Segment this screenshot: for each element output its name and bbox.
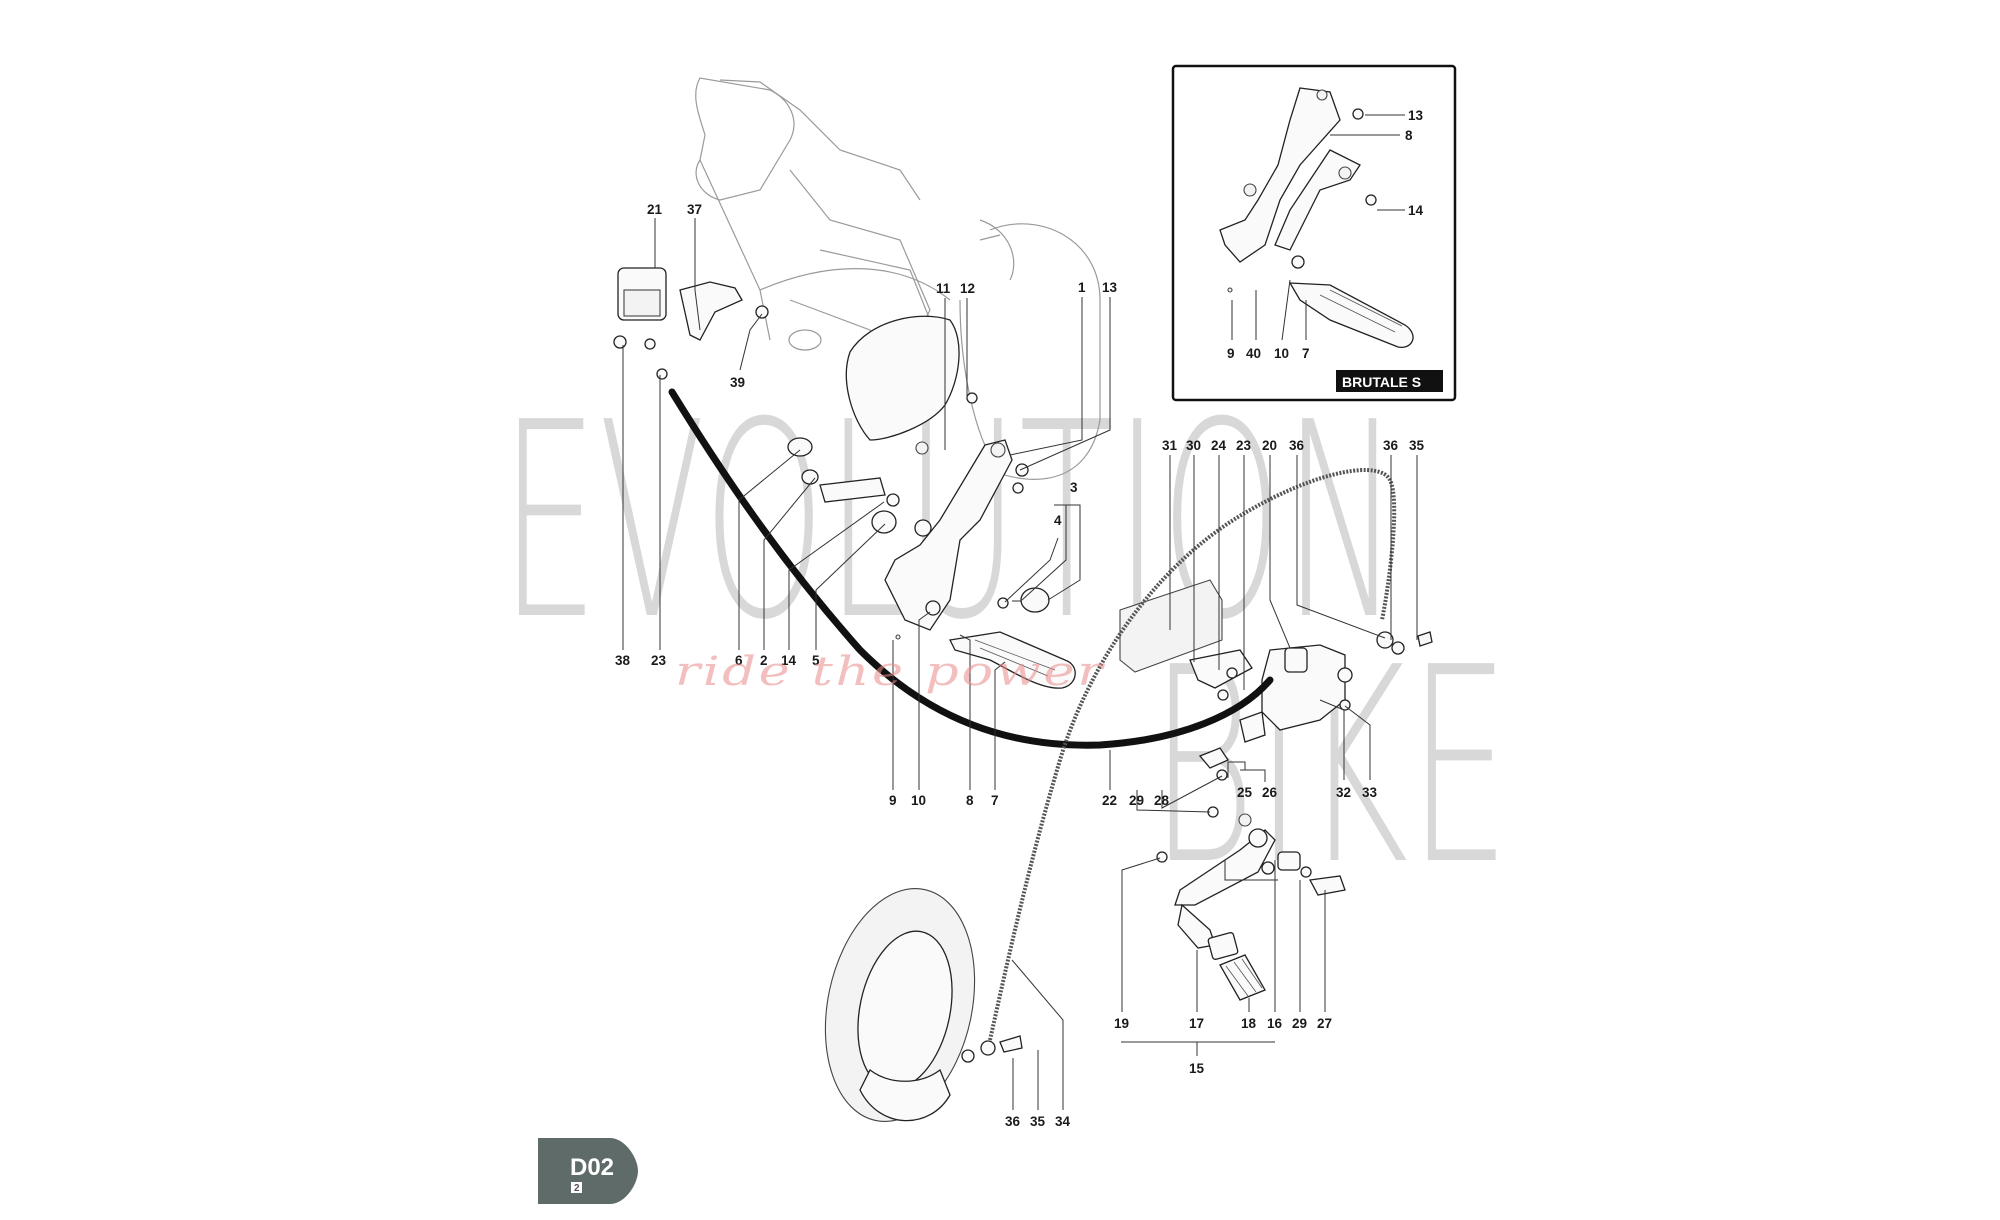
- callout-4: 4: [1054, 513, 1062, 528]
- inset-callout-8: 8: [1405, 128, 1413, 143]
- callout-8: 8: [966, 793, 974, 808]
- inset-callout-13: 13: [1408, 108, 1424, 123]
- callout-30: 30: [1186, 438, 1201, 453]
- callout-18: 18: [1241, 1016, 1257, 1031]
- reservoir-bracket: [679, 281, 743, 341]
- callout-25: 25: [1237, 785, 1253, 800]
- inset-title: BRUTALE S: [1342, 374, 1421, 390]
- badge-code: D02: [570, 1154, 614, 1181]
- callout-20: 20: [1262, 438, 1277, 453]
- callout-7: 7: [991, 793, 999, 808]
- mounting-plate: [1119, 579, 1223, 673]
- callout-35-right: 35: [1409, 438, 1425, 453]
- callout-33: 33: [1362, 785, 1378, 800]
- inset-callout-40: 40: [1246, 346, 1261, 361]
- callout-23-left: 23: [651, 653, 667, 668]
- callout-36-top: 36: [1289, 438, 1305, 453]
- callout-1: 1: [1078, 280, 1086, 295]
- callout-26: 26: [1262, 785, 1278, 800]
- callout-2: 2: [760, 653, 768, 668]
- callout-14: 14: [781, 653, 797, 668]
- callout-labels: 21 37 39 11 12 1 13 31 30 24 23 20 36 36…: [615, 202, 1425, 1129]
- pedal-rubber: [1219, 954, 1266, 1001]
- inset-callout-10: 10: [1274, 346, 1289, 361]
- callout-10: 10: [911, 793, 926, 808]
- callout-15: 15: [1189, 1061, 1205, 1076]
- callout-37: 37: [687, 202, 702, 217]
- callout-17: 17: [1189, 1016, 1204, 1031]
- watermark-tagline: ride the power: [675, 649, 1106, 695]
- callout-6: 6: [735, 653, 743, 668]
- pivot-bushing: [787, 437, 813, 457]
- callout-23-top: 23: [1236, 438, 1252, 453]
- brake-hose: [668, 388, 1274, 749]
- callout-22: 22: [1102, 793, 1117, 808]
- callout-32: 32: [1336, 785, 1351, 800]
- callout-29-top: 29: [1129, 793, 1144, 808]
- callout-21: 21: [647, 202, 663, 217]
- leader-lines: [622, 218, 1418, 1110]
- footrest-hanger: [884, 439, 1013, 631]
- braided-brake-line: [988, 468, 1397, 1041]
- brake-disc: [824, 888, 976, 1122]
- callout-16: 16: [1267, 1016, 1283, 1031]
- inset-callout-7: 7: [1302, 346, 1310, 361]
- callout-12: 12: [960, 281, 975, 296]
- callout-24: 24: [1211, 438, 1227, 453]
- callout-38: 38: [615, 653, 631, 668]
- callout-27: 27: [1317, 1016, 1332, 1031]
- callout-11: 11: [936, 281, 951, 296]
- callout-29-bottom: 29: [1292, 1016, 1307, 1031]
- callout-39: 39: [730, 375, 745, 390]
- callout-13: 13: [1102, 280, 1118, 295]
- parts-artwork: [613, 267, 1433, 1122]
- callout-28: 28: [1154, 793, 1170, 808]
- inset-callout-9: 9: [1227, 346, 1235, 361]
- callout-9: 9: [889, 793, 897, 808]
- page-badge: D02 2: [538, 1138, 638, 1204]
- callout-19: 19: [1114, 1016, 1129, 1031]
- callout-36-bottom: 36: [1005, 1114, 1021, 1129]
- inset-brutale-s: 13 8 14 9 40 10 7 BRUTALE S: [1171, 64, 1457, 402]
- callout-31: 31: [1162, 438, 1178, 453]
- badge-sub: 2: [574, 1183, 580, 1194]
- spring-plug: [1020, 587, 1050, 613]
- callout-36-right: 36: [1383, 438, 1399, 453]
- inset-callout-14: 14: [1408, 203, 1424, 218]
- callout-35-bottom: 35: [1030, 1114, 1046, 1129]
- watermark: EVOLUTION BIKE: [500, 364, 1510, 924]
- callout-3: 3: [1070, 480, 1078, 495]
- callout-34: 34: [1055, 1114, 1071, 1129]
- callout-5: 5: [812, 653, 820, 668]
